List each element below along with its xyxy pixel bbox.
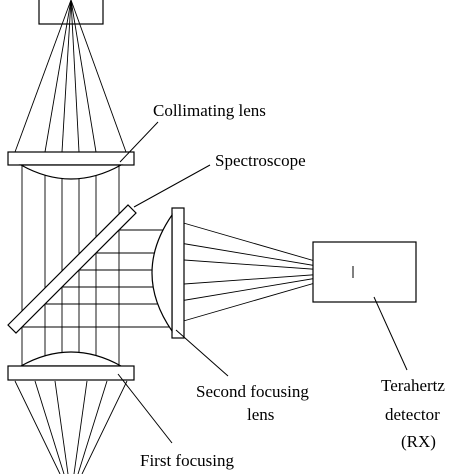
upper-converging-rays [14,0,127,153]
label-detector-line1: Terahertz [381,376,445,395]
reflected-beam [22,229,172,328]
detector-leader [373,296,408,371]
label-spectroscope: Spectroscope [215,151,306,170]
second-focusing-lens [151,207,185,339]
label-collimating-lens: Collimating lens [153,101,266,120]
first-focusing-lens-leader [117,373,173,444]
label-second-focusing-line1: Second focusing [196,382,309,401]
label-detector-line3: (RX) [401,432,436,451]
spectroscope [7,204,137,334]
terahertz-detector-box [312,241,417,303]
lower-converging-rays [14,380,128,474]
collimating-lens-leader [119,121,159,163]
collimating-lens [7,151,135,180]
label-detector-line2: detector [385,405,440,424]
label-second-focusing-line2: lens [247,405,274,424]
first-focusing-lens [7,351,135,381]
second-focusing-lens-leader [175,329,229,377]
spectroscope-leader [133,164,211,208]
label-first-focusing: First focusing [140,451,234,470]
